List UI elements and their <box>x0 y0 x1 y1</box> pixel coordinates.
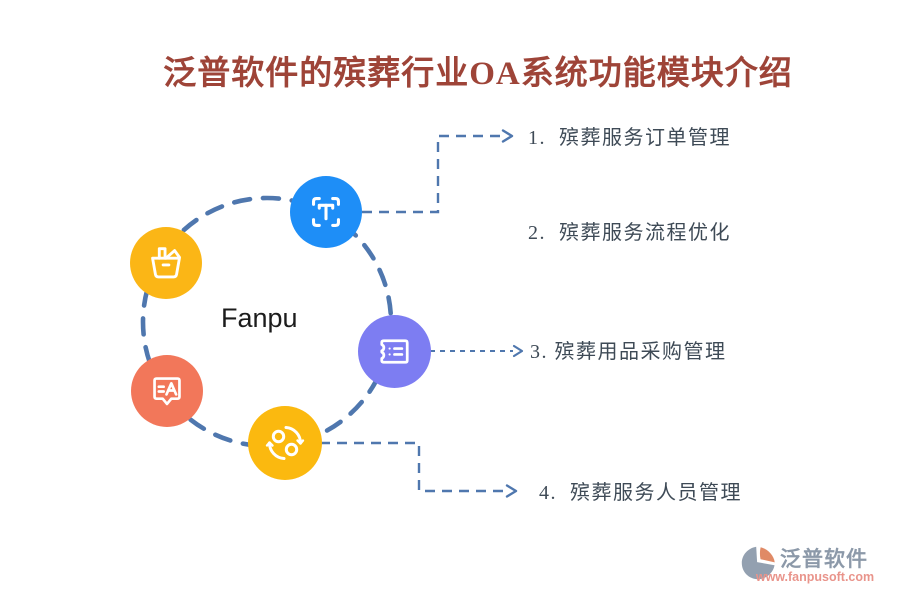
fanpu-logo-icon <box>741 546 775 580</box>
connector-module-1 <box>362 134 503 214</box>
brand-name: 泛普软件 <box>780 548 868 571</box>
module-item-funeral-order-management: 1. 殡葬服务订单管理 <box>528 127 731 149</box>
diagram-center-label: Fanpu <box>221 303 298 333</box>
arrowhead-module-1 <box>501 129 514 143</box>
module-item-funeral-staff-management: 4. 殡葬服务人员管理 <box>539 482 742 504</box>
ticket-list-icon <box>358 315 431 388</box>
basket-icon <box>130 227 202 299</box>
brand-url: www.fanpusoft.com <box>755 570 875 584</box>
connector-module-4 <box>320 441 507 493</box>
module-item-funeral-supplies-procurement: 3. 殡葬用品采购管理 <box>530 341 727 363</box>
arrowhead-module-4 <box>505 484 518 498</box>
arrowhead-module-3 <box>512 344 524 358</box>
page-title: 泛普软件的殡葬行业OA系统功能模块介绍 <box>163 56 793 92</box>
sync-icon <box>248 406 322 480</box>
translate-bubble-icon <box>131 355 203 427</box>
brand-watermark: 泛普软件 www.fanpusoft.com <box>740 543 890 595</box>
module-item-funeral-process-optimization: 2. 殡葬服务流程优化 <box>528 222 731 244</box>
scan-text-icon <box>290 176 362 248</box>
